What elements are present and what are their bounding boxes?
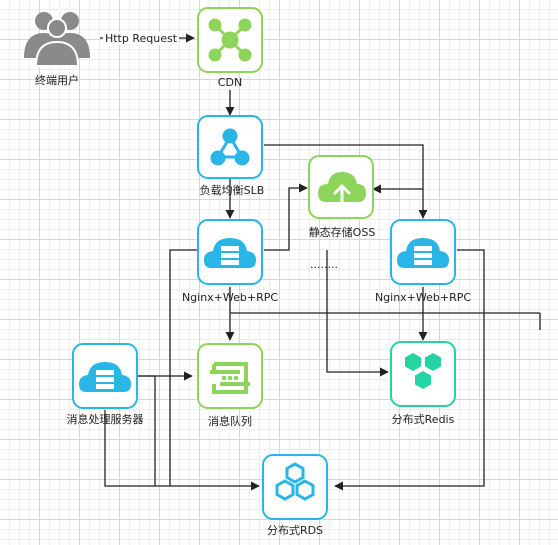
server-cloud-icon bbox=[72, 343, 138, 409]
user-group-icon bbox=[24, 12, 90, 67]
redis-hexagon-icon bbox=[390, 341, 456, 407]
cdn-network-icon bbox=[197, 7, 263, 73]
edge-nginx-left-redis bbox=[326, 250, 389, 377]
user-label: 终端用户 bbox=[35, 74, 79, 87]
rds-label: 分布式RDS bbox=[266, 524, 324, 537]
nginx-left-label: Nginx+Web+RPC bbox=[181, 291, 279, 304]
mq-label: 消息队列 bbox=[208, 415, 252, 428]
server-cloud-icon bbox=[390, 219, 456, 285]
cloud-storage-icon bbox=[308, 155, 374, 219]
oss-label: 静态存储OSS bbox=[308, 226, 376, 239]
edge-nginx-left-rds bbox=[169, 249, 198, 486]
cdn-label: CDN bbox=[217, 76, 243, 89]
edge-nginx-right-rds bbox=[334, 249, 485, 491]
connectors bbox=[100, 33, 541, 491]
load-balancer-icon bbox=[197, 115, 263, 179]
message-queue-icon bbox=[197, 343, 263, 409]
slb-label: 负载均衡SLB bbox=[199, 184, 265, 197]
msg-server-label: 消息处理服务器 bbox=[66, 413, 144, 426]
redis-label: 分布式Redis bbox=[391, 413, 455, 426]
ellipsis-label: ........ bbox=[310, 258, 338, 271]
edge-nginx-left-oss bbox=[264, 183, 308, 251]
server-cloud-icon bbox=[197, 219, 263, 285]
edge-msg-rds bbox=[104, 410, 260, 491]
edge-slb-nginx-right bbox=[264, 144, 428, 219]
nginx-right-label: Nginx+Web+RPC bbox=[374, 291, 472, 304]
http-request-label: Http Request bbox=[102, 32, 180, 45]
database-hexagon-icon bbox=[262, 454, 328, 520]
edge-mq-rds bbox=[137, 375, 156, 486]
